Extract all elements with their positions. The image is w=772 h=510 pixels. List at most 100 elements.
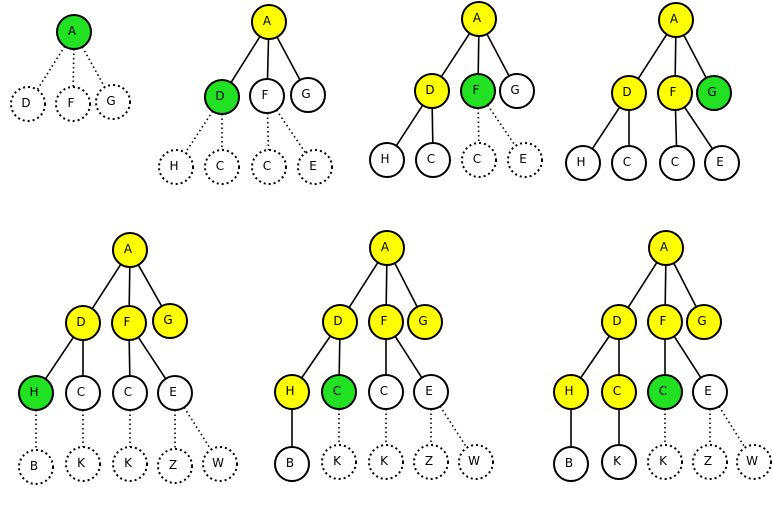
node-label: W (468, 454, 480, 468)
node-label: K (613, 454, 622, 468)
node-circle-unvisited (507, 142, 543, 178)
node-circle-visited (648, 230, 684, 266)
node-D: D (414, 73, 450, 109)
node-label: K (380, 454, 389, 468)
node-F: F (55, 86, 91, 122)
node-label: B (30, 459, 38, 473)
node-circle-unvisited (297, 149, 333, 185)
edge-A-F (266, 38, 270, 80)
edge-F-C2 (266, 112, 270, 151)
node-circle-unvisited (55, 86, 91, 122)
node-Z: Z (413, 444, 449, 480)
node-label: K (77, 456, 86, 470)
node-label: H (576, 155, 585, 169)
node-circle-unvisited (249, 78, 285, 114)
node-D: D (65, 305, 101, 341)
edge-A-D (230, 35, 261, 84)
node-label: H (285, 384, 294, 398)
node-K1: K (65, 446, 101, 482)
node-A: A (251, 4, 287, 40)
node-B: B (18, 449, 54, 485)
node-H: H (18, 375, 54, 411)
node-label: E (309, 159, 317, 173)
node-label: H (380, 152, 389, 166)
node-label: Z (169, 458, 177, 472)
node-label: C (216, 159, 224, 173)
edge-A-D (440, 32, 471, 78)
node-C2: C (461, 142, 497, 178)
node-label: G (707, 85, 716, 99)
node-circle-visited (601, 374, 637, 410)
node-circle-unvisited (499, 73, 535, 109)
node-label: A (68, 24, 77, 38)
node-F: F (368, 304, 404, 340)
node-label: A (660, 240, 669, 254)
node-label: K (659, 454, 668, 468)
node-label: C (623, 155, 631, 169)
node-circle-unvisited (251, 149, 287, 185)
edge-A-F (385, 264, 388, 306)
node-label: D (425, 83, 434, 97)
node-label: W (212, 456, 224, 470)
node-A: A (461, 1, 497, 37)
node-D: D (611, 75, 647, 111)
node-circle-unvisited (65, 375, 101, 411)
edge-D-H (591, 106, 621, 150)
node-K2: K (112, 446, 148, 482)
node-label: A (381, 240, 390, 254)
node-circle-current (321, 374, 357, 410)
node-circle-unvisited (112, 446, 148, 482)
edge-A-G (486, 33, 510, 77)
node-A: A (658, 2, 694, 38)
node-K2: K (368, 444, 404, 480)
edge-A-G (683, 34, 707, 79)
node-C1: C (204, 149, 240, 185)
node-label: F (381, 314, 388, 328)
node-circle-unvisited (368, 374, 404, 410)
edge-A-F (477, 35, 480, 75)
node-label: C (473, 152, 481, 166)
node-label: E (704, 384, 712, 398)
node-circle-unvisited (204, 149, 240, 185)
node-label: K (333, 454, 342, 468)
node-D: D (322, 304, 358, 340)
edge-A-G (394, 262, 418, 308)
node-F: F (657, 75, 693, 111)
node-label: D (622, 85, 631, 99)
node-circle-unvisited (413, 444, 449, 480)
node-circle-visited (152, 303, 188, 339)
node-label: C (77, 385, 85, 399)
node-circle-unvisited (415, 142, 451, 178)
node-label: C (333, 384, 341, 398)
node-circle-unvisited (553, 446, 589, 482)
node-label: B (565, 456, 573, 470)
edge-F-E (683, 106, 714, 150)
node-circle-visited (658, 2, 694, 38)
node-label: E (519, 152, 527, 166)
edge-A-G (81, 46, 106, 88)
node-F: F (249, 78, 285, 114)
node-label: C (613, 384, 621, 398)
node-D: D (10, 86, 46, 122)
node-circle-current (56, 14, 92, 50)
node-circle-unvisited (368, 444, 404, 480)
node-C2: C (251, 149, 287, 185)
node-label: B (286, 456, 294, 470)
node-label: D (76, 315, 85, 329)
node-circle-unvisited (461, 142, 497, 178)
node-circle-unvisited (369, 142, 405, 178)
node-label: Z (704, 454, 712, 468)
node-C2: C (647, 374, 683, 410)
node-K2: K (647, 444, 683, 480)
node-circle-unvisited (95, 84, 131, 120)
node-K1: K (321, 444, 357, 480)
node-label: G (301, 87, 310, 101)
node-label: H (564, 384, 573, 398)
node-circle-unvisited (601, 444, 637, 480)
edge-F-E (673, 335, 702, 379)
